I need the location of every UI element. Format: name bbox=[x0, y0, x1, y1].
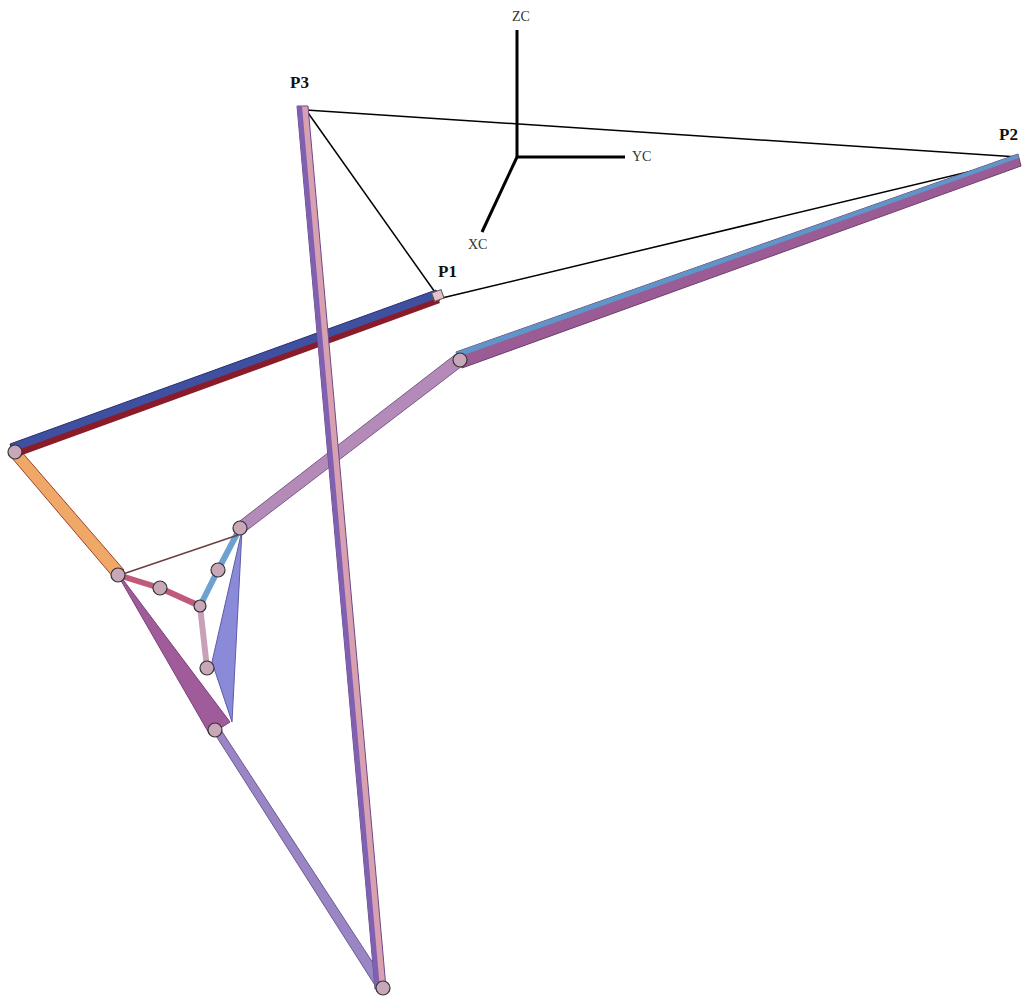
axis-label: ZC bbox=[512, 10, 530, 24]
link-bar bbox=[12, 450, 124, 578]
link-bar bbox=[456, 154, 1021, 368]
point-label: P1 bbox=[438, 263, 457, 280]
axis-label: YC bbox=[632, 150, 651, 164]
coordinate-frame bbox=[482, 30, 625, 232]
link-bar-side bbox=[297, 106, 380, 989]
joints bbox=[8, 353, 467, 995]
edge-line bbox=[442, 160, 1018, 298]
link-bar-bottom bbox=[12, 298, 440, 458]
axis-label: XC bbox=[468, 238, 487, 252]
point-label: P3 bbox=[290, 74, 309, 91]
bar-end bbox=[432, 290, 444, 302]
link-bar bbox=[236, 354, 462, 534]
link-bar bbox=[297, 106, 386, 989]
link-bar-top bbox=[456, 154, 1019, 357]
edge-line bbox=[306, 110, 437, 295]
edge-line bbox=[306, 110, 1018, 157]
point-label: P2 bbox=[999, 126, 1018, 143]
triangle-plate bbox=[112, 565, 230, 735]
small-links bbox=[118, 528, 240, 668]
